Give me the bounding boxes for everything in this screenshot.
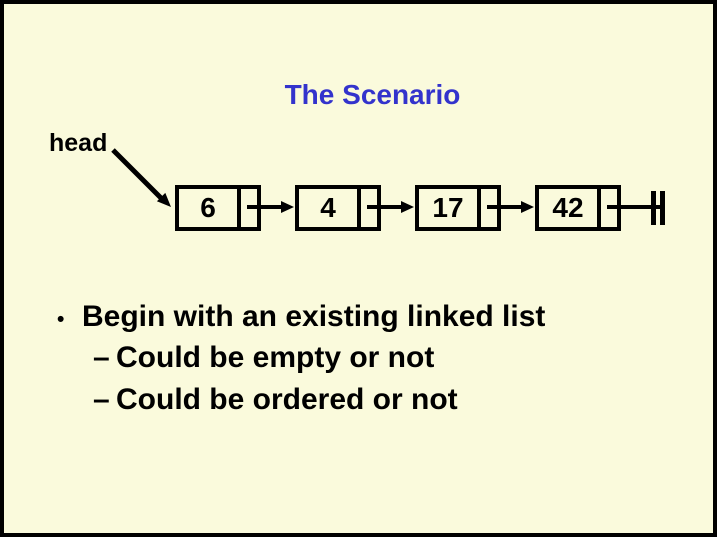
linked-list-node-3: 17 bbox=[415, 185, 501, 231]
node-value: 17 bbox=[432, 192, 464, 223]
bullet-subitem-2-text: Could be ordered or not bbox=[116, 383, 458, 416]
node-value: 4 bbox=[320, 192, 336, 223]
node-pointer-cell bbox=[357, 189, 377, 227]
node-value: 6 bbox=[200, 192, 216, 223]
bullet-subitem-1: –Could be empty or not bbox=[93, 343, 434, 373]
dash-marker: – bbox=[93, 341, 110, 374]
bullet-item-1: • Begin with an existing linked list bbox=[57, 301, 545, 335]
linked-list-node-4: 42 bbox=[535, 185, 621, 231]
bullet-subitem-1-text: Could be empty or not bbox=[116, 341, 435, 374]
head-pointer-label: head bbox=[49, 129, 108, 157]
node-value: 42 bbox=[552, 192, 584, 223]
node-pointer-cell bbox=[477, 189, 497, 227]
linked-list-node-2: 4 bbox=[295, 185, 381, 231]
bullet-subitem-2: –Could be ordered or not bbox=[93, 385, 458, 415]
bullet-dot-marker: • bbox=[57, 308, 65, 331]
linked-list-node-1: 6 bbox=[175, 185, 261, 231]
slide-title: The Scenario bbox=[284, 79, 461, 110]
bullet-item-1-text: Begin with an existing linked list bbox=[82, 300, 546, 333]
node-pointer-cell bbox=[597, 189, 617, 227]
dash-marker: – bbox=[93, 383, 110, 416]
node-pointer-cell bbox=[237, 189, 257, 227]
